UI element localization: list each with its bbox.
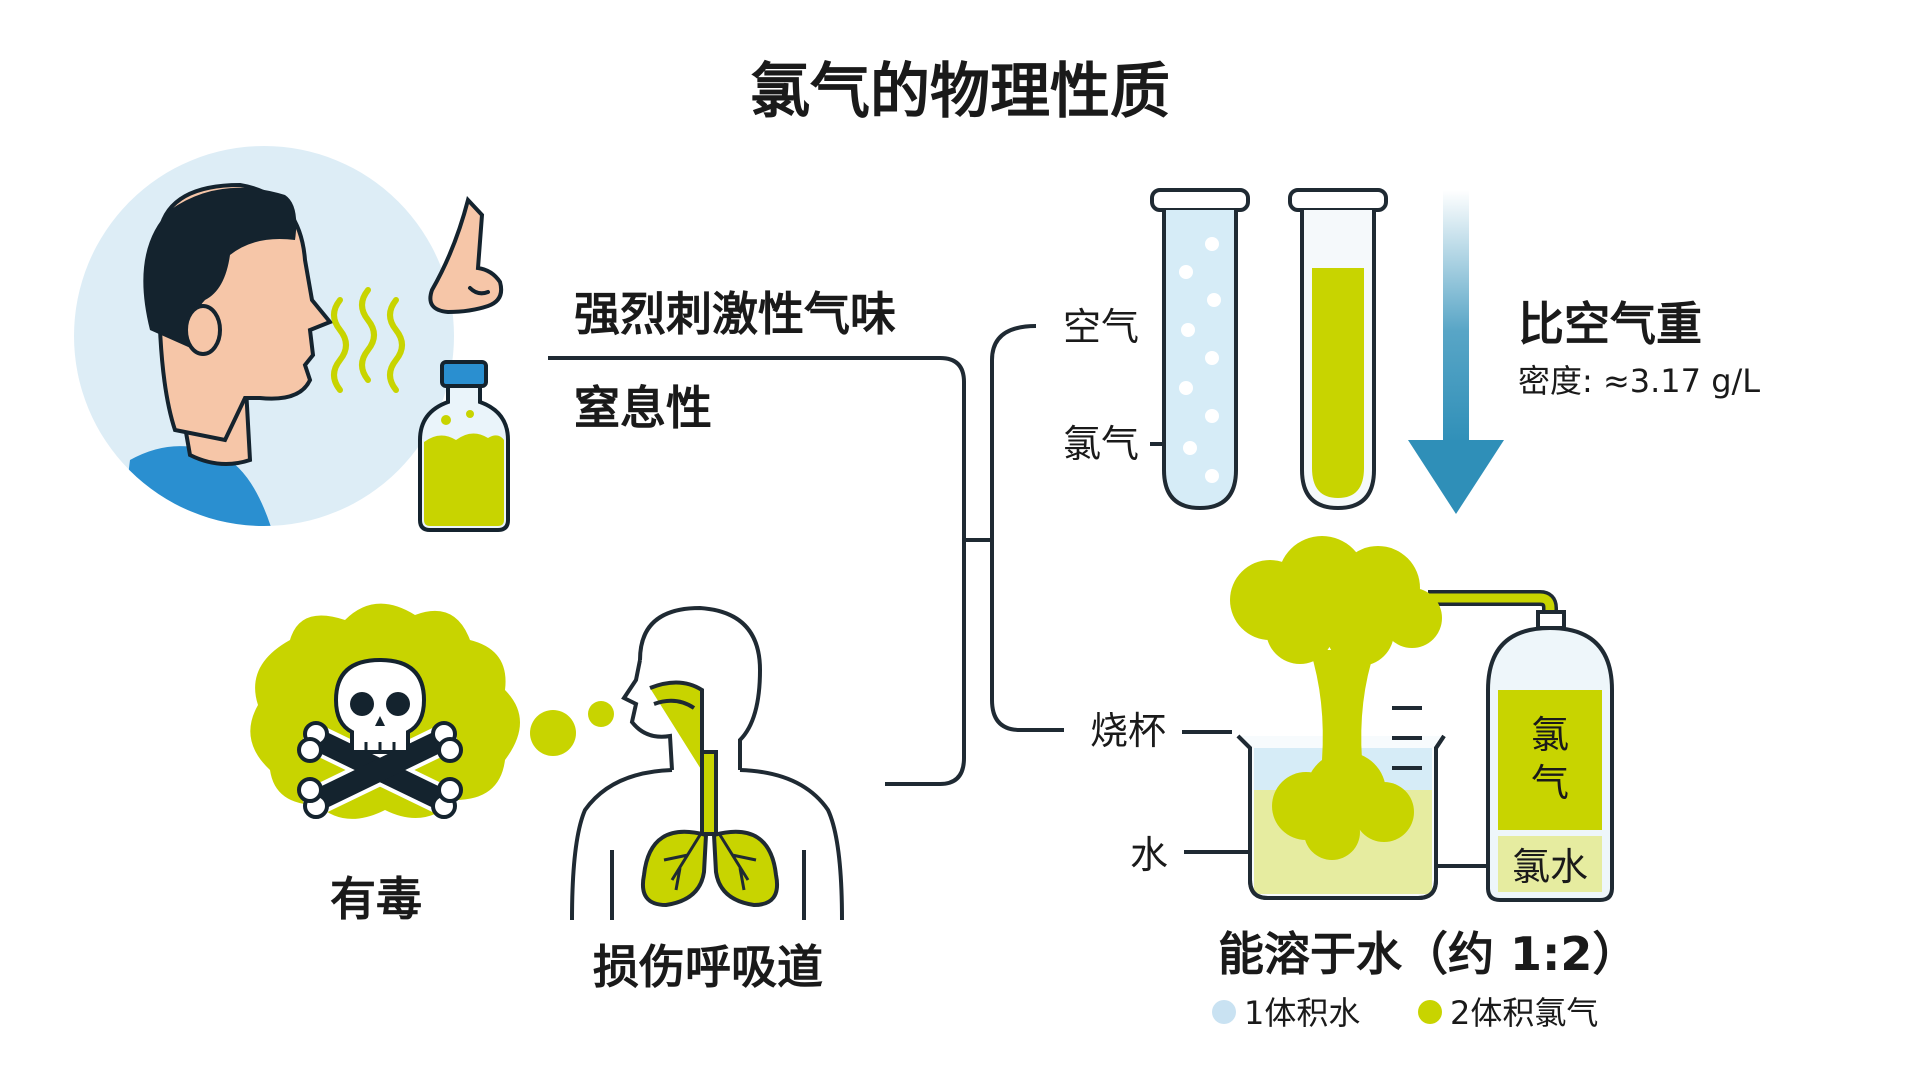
nose-icon [428, 195, 504, 315]
gas-puff-shape [530, 710, 576, 756]
odor-illustration [74, 146, 510, 532]
tube-air-label: 空气 [1063, 305, 1139, 349]
solubility-legend: 1体积水 2体积氯气 [1212, 994, 1598, 1032]
respiratory-illustration [570, 605, 844, 921]
legend-chlorine-swatch [1418, 1000, 1442, 1024]
gas-cylinder-icon [1486, 610, 1614, 902]
smell-wave-icon [387, 297, 405, 393]
solubility-headline: 能溶于水（约 1:2） [1218, 927, 1638, 981]
chlorine-cloud-shape [1230, 536, 1442, 860]
solubility-apparatus [1230, 536, 1614, 902]
gas-bottle-icon [418, 360, 510, 532]
test-tube-air [1150, 188, 1250, 511]
property-odor: 强烈刺激性气味 [574, 287, 896, 341]
hair-shape [143, 187, 297, 350]
legend-chlorine-text: 2体积氯气 [1450, 994, 1598, 1032]
toxic-illustration [250, 603, 614, 819]
page-title: 氯气的物理性质 [750, 57, 1170, 127]
property-respiratory: 损伤呼吸道 [593, 940, 823, 994]
water-label: 水 [1130, 833, 1168, 877]
test-tube-chlorine [1288, 188, 1388, 511]
cylinder-text-2: 气 [1531, 761, 1569, 805]
density-detail: 密度: ≈3.17 g/L [1518, 362, 1760, 400]
smell-wave-icon [331, 297, 349, 393]
smell-wave-icon [359, 287, 377, 383]
legend-water-text: 1体积水 [1244, 994, 1360, 1032]
down-arrow-icon [1408, 190, 1504, 514]
density-tubes [1150, 188, 1388, 511]
property-suffocating: 窒息性 [574, 381, 712, 435]
skull-crossbones-icon [297, 657, 463, 819]
cylinder-text-1: 氯 [1531, 713, 1569, 757]
beaker-label: 烧杯 [1090, 709, 1166, 753]
property-toxic: 有毒 [330, 872, 422, 926]
gas-puff-shape [588, 701, 614, 727]
legend-water-swatch [1212, 1000, 1236, 1024]
ear-shape [184, 304, 222, 356]
tube-chlorine-label: 氯气 [1063, 422, 1139, 466]
chlorine-water-label: 氯水 [1512, 845, 1588, 889]
density-headline: 比空气重 [1518, 297, 1702, 351]
